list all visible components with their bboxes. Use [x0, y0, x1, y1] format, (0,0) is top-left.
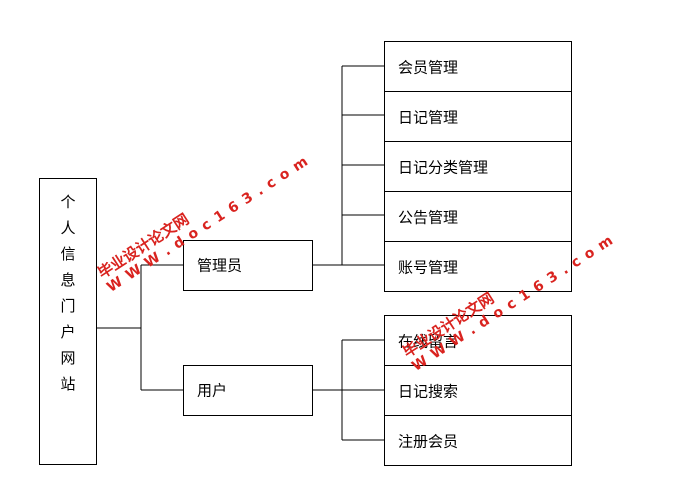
root-label-char: 户: [60, 323, 76, 341]
root-label-char: 人: [60, 219, 76, 237]
admin-label: 管理员: [197, 256, 243, 274]
admin-function-item: 公告管理: [385, 192, 571, 242]
root-label-char: 息: [60, 271, 76, 289]
admin-node: 管理员: [183, 240, 313, 291]
root-label-char: 网: [60, 349, 76, 367]
root-label-char: 信: [60, 245, 76, 263]
admin-function-item: 账号管理: [385, 242, 571, 292]
admin-function-label: 日记管理: [398, 108, 459, 126]
root-label-char: 个: [60, 193, 76, 211]
admin-function-label: 公告管理: [398, 208, 459, 226]
user-function-label: 注册会员: [398, 432, 459, 450]
user-function-label: 日记搜索: [398, 382, 459, 400]
user-node: 用户: [183, 365, 313, 416]
admin-function-item: 会员管理: [385, 42, 571, 92]
root-label-char: 门: [60, 297, 76, 315]
admin-function-item: 日记分类管理: [385, 142, 571, 192]
user-functions: 在线留言 日记搜索 注册会员: [384, 315, 572, 466]
root-label: 个人信息门户网站: [40, 189, 96, 397]
user-function-item: 日记搜索: [385, 366, 571, 416]
admin-function-label: 会员管理: [398, 58, 459, 76]
user-function-item: 注册会员: [385, 416, 571, 466]
admin-function-label: 账号管理: [398, 258, 459, 276]
user-function-label: 在线留言: [398, 332, 459, 350]
root-label-char: 站: [60, 375, 76, 393]
user-label: 用户: [197, 381, 228, 399]
user-function-item: 在线留言: [385, 316, 571, 366]
admin-functions: 会员管理 日记管理 日记分类管理 公告管理 账号管理: [384, 41, 572, 292]
root-node: 个人信息门户网站: [39, 178, 97, 465]
admin-function-label: 日记分类管理: [398, 158, 489, 176]
admin-function-item: 日记管理: [385, 92, 571, 142]
